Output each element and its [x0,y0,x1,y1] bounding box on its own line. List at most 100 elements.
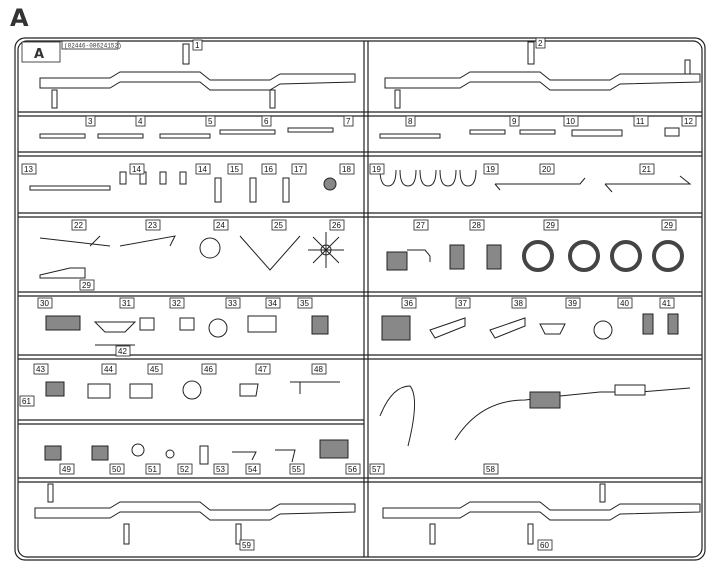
part-number: 39 [568,299,577,308]
part-number: 41 [662,299,671,308]
sprue-frame [14,37,706,561]
part-number: 17 [294,165,303,174]
part-label-21: 21 [639,163,655,175]
part-label-49: 49 [59,463,75,475]
part-label-45: 45 [147,363,163,375]
part-label-19: 19 [483,163,499,175]
part-number: 35 [300,299,309,308]
part-label-23: 23 [145,219,161,231]
part-number: 30 [40,299,49,308]
part-number: 14 [132,165,141,174]
part-number: 58 [486,465,495,474]
part-label-10: 10 [563,115,579,127]
part-number: 51 [148,465,157,474]
part-label-24: 24 [213,219,229,231]
part-number: 11 [636,117,645,126]
part-number: 22 [74,221,83,230]
part-label-38: 38 [511,297,527,309]
part-2-chassis-rail [384,41,701,109]
part-number: 29 [82,281,91,290]
part-label-59: 59 [239,539,255,551]
part-number: 59 [242,541,251,550]
part-number: 43 [36,365,45,374]
part-number: 37 [458,299,467,308]
part-number: 16 [264,165,273,174]
frame-letter: A [34,47,44,62]
part-label-26: 26 [329,219,345,231]
part-label-14: 14 [195,163,211,175]
part-number: 6 [264,117,269,126]
part-number: 23 [148,221,157,230]
part-number: 1 [195,41,200,50]
part-label-27: 27 [413,219,429,231]
part-number: 27 [416,221,425,230]
part-number: 48 [314,365,323,374]
part-label-5: 5 [205,115,216,127]
part-61-chassis-rail [382,483,701,545]
part-label-20: 20 [539,163,555,175]
part-number: 21 [642,165,651,174]
part-number: 31 [122,299,131,308]
part-label-18: 18 [339,163,355,175]
part-label-39: 39 [565,297,581,309]
part-label-54: 54 [245,463,261,475]
part-label-29: 29 [543,219,559,231]
part-number: 44 [104,365,113,374]
part-label-30: 30 [37,297,53,309]
part-label-53: 53 [213,463,229,475]
part-number: 14 [198,165,207,174]
part-label-46: 46 [201,363,217,375]
part-number: 13 [24,165,33,174]
part-label-8: 8 [405,115,416,127]
part-label-29: 29 [79,279,95,291]
part-label-6: 6 [261,115,272,127]
part-label-61: 61 [19,395,35,407]
part-number: 55 [292,465,301,474]
part-label-28: 28 [469,219,485,231]
part-label-12: 12 [681,115,697,127]
part-number: 20 [542,165,551,174]
part-number: 46 [204,365,213,374]
part-label-55: 55 [289,463,305,475]
part-number: 24 [216,221,225,230]
part-number: 57 [372,465,381,474]
part-label-52: 52 [177,463,193,475]
part-label-14: 14 [129,163,145,175]
part-label-16: 16 [261,163,277,175]
part-label-19: 19 [369,163,385,175]
part-number: 3 [88,117,93,126]
part-number: 42 [118,347,127,356]
part-label-3: 3 [85,115,96,127]
part-label-15: 15 [227,163,243,175]
part-number: 53 [216,465,225,474]
part-label-43: 43 [33,363,49,375]
part-number: 26 [332,221,341,230]
part-number: 47 [258,365,267,374]
part-number: 19 [372,165,381,174]
part-label-51: 51 [145,463,161,475]
part-number: 49 [62,465,71,474]
part-number: 7 [346,117,351,126]
part-number: 52 [180,465,189,474]
part-number: 50 [112,465,121,474]
part-label-56: 56 [345,463,361,475]
part-number: 28 [472,221,481,230]
part-60-chassis-rail [34,483,356,545]
part-label-34: 34 [265,297,281,309]
part-label-50: 50 [109,463,125,475]
part-label-13: 13 [21,163,37,175]
part-number: 12 [684,117,693,126]
part-number: 19 [486,165,495,174]
part-label-41: 41 [659,297,675,309]
part-label-58: 58 [483,463,499,475]
part-label-48: 48 [311,363,327,375]
row-2-parts [39,127,680,139]
part-label-11: 11 [633,115,649,127]
part-number: 10 [566,117,575,126]
part-number: 4 [138,117,143,126]
part-number: 36 [404,299,413,308]
part-label-9: 9 [509,115,520,127]
part-label-42: 42 [115,345,131,357]
